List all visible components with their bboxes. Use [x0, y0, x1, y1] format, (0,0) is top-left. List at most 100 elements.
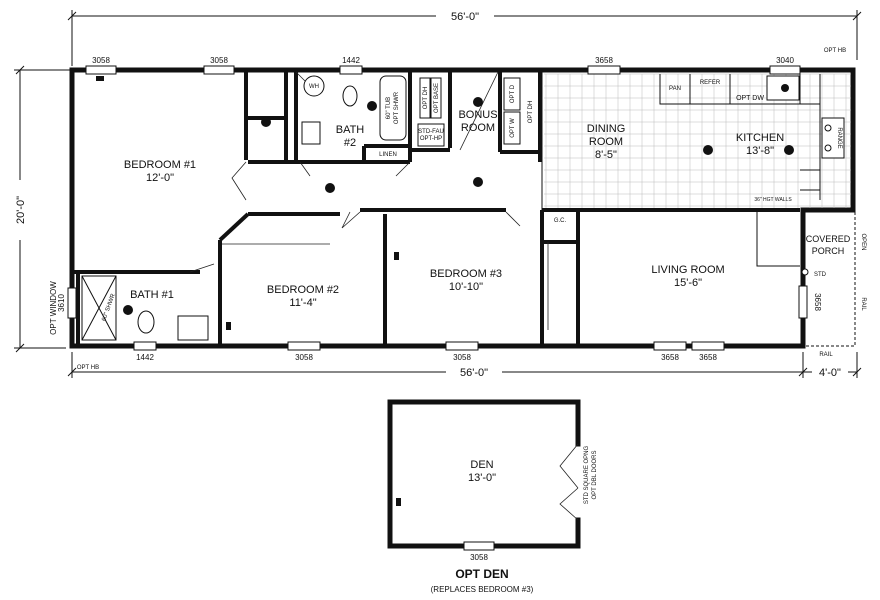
overall-height: 20'-0": [15, 196, 27, 224]
window-living-right: [691, 341, 725, 351]
label-den-doors-2: OPT DBL DOORS: [592, 450, 598, 499]
room-labels: BEDROOM #1 12'-0" BATH #2 BONUS ROOM DIN…: [124, 109, 851, 309]
room-living-name: LIVING ROOM: [651, 264, 724, 276]
label-pan: PAN: [669, 86, 681, 92]
label-std: STD: [814, 272, 827, 278]
window-living-side: [798, 285, 808, 319]
window-bath1: [133, 341, 157, 351]
opt-den-subtitle: (REPLACES BEDROOM #3): [431, 585, 534, 594]
label-den-doors-1: STD SQUARE OPNG: [584, 445, 590, 504]
opt-den-plan: DEN 13'-0" STD SQUARE OPNG OPT DBL DOORS…: [387, 399, 598, 594]
label-opt-w: OPT W: [510, 118, 516, 138]
label-window-den: 3058: [470, 553, 488, 562]
label-window-bath1: 1442: [136, 353, 154, 362]
kitchen-counters: [659, 74, 845, 200]
room-dining-line2: ROOM: [589, 136, 623, 148]
opt-dh-box: [419, 77, 431, 119]
window-labels: 3058 3058 1442 3658 3040 1442 3058 3058 …: [49, 56, 822, 362]
windows: [67, 65, 808, 351]
label-rail-side: RAIL: [860, 297, 866, 311]
label-opt-window: OPT WINDOW: [49, 281, 58, 335]
opt-base-box: [430, 77, 442, 119]
label-open: OPEN: [860, 233, 866, 250]
room-dining-name: DINING: [587, 123, 626, 135]
water-heater: [303, 75, 325, 97]
label-rail-bottom: RAIL: [819, 352, 833, 358]
label-window-kitchen: 3040: [776, 56, 794, 65]
vanity-bath1: [177, 315, 209, 341]
overall-width-top: 56'-0": [451, 11, 479, 23]
toilet-bath2: [342, 85, 358, 107]
label-opt-hb-bottom: OPT HB: [77, 365, 99, 371]
room-bedroom1-size: 12'-0": [146, 172, 174, 184]
room-bedroom1-name: BEDROOM #1: [124, 159, 196, 171]
door-swings: [189, 71, 549, 330]
label-opt-d: OPT D: [510, 84, 516, 103]
label-refer: REFER: [700, 80, 721, 86]
room-bath1-name: BATH #1: [130, 289, 174, 301]
window-bed1-left: [85, 65, 117, 75]
window-living-left: [653, 341, 687, 351]
furnace: [417, 123, 445, 147]
washer-space: [503, 111, 521, 145]
room-porch-name: COVERED: [806, 234, 851, 244]
label-opt-hp: OPT-HP: [420, 136, 442, 142]
window-den: [463, 541, 495, 551]
label-window-dining: 3658: [595, 56, 613, 65]
room-den-name: DEN: [470, 459, 493, 471]
kitchen-tile-floor: [544, 73, 851, 208]
room-bath2-name: BATH: [336, 124, 365, 136]
label-range: RANGE: [836, 127, 842, 148]
porch-depth: 4'-0": [819, 367, 841, 379]
window-bed2: [287, 341, 321, 351]
room-bedroom2-name: BEDROOM #2: [267, 284, 339, 296]
label-tub: 60" TUB: [386, 97, 392, 119]
label-hgt-walls: 36" HGT WALLS: [754, 197, 792, 203]
label-opt-dh: OPT DH: [423, 87, 429, 110]
label-window-bed2: 3058: [295, 353, 313, 362]
ceiling-lights: [96, 76, 794, 506]
label-opt-shwr: OPT SHWR: [394, 91, 400, 124]
label-std-fau: STD-FAU: [418, 129, 444, 135]
room-dining-size: 8'-5": [595, 149, 617, 161]
porch-rails: [756, 210, 856, 347]
label-gc: G.C.: [554, 218, 567, 224]
label-opt-dh2: OPT DH: [528, 101, 534, 124]
room-den-size: 13'-0": [468, 472, 496, 484]
label-linen: LINEN: [379, 152, 397, 158]
room-bedroom3-name: BEDROOM #3: [430, 268, 502, 280]
room-living-size: 15'-6": [674, 277, 702, 289]
label-wh: WH: [309, 84, 319, 90]
toilet-bath1: [137, 310, 155, 334]
overall-width-bottom: 56'-0": [460, 367, 488, 379]
label-window-living-left: 3658: [661, 353, 679, 362]
room-porch-line2: PORCH: [812, 246, 845, 256]
interior-walls: [72, 72, 800, 346]
label-opt-window-size: 3610: [57, 294, 66, 312]
room-bedroom3-size: 10'-10": [449, 281, 483, 293]
room-bedroom2-size: 11'-4": [289, 297, 316, 309]
room-kitchen-name: KITCHEN: [736, 132, 784, 144]
dryer-space: [503, 77, 521, 111]
room-bonus-name: BONUS: [458, 109, 497, 121]
room-bath2-size: #2: [344, 137, 356, 149]
vanity-bath2: [301, 121, 321, 145]
bathtub: [379, 75, 407, 141]
label-window-bed3: 3058: [453, 353, 471, 362]
range: [821, 117, 845, 159]
label-window-bed1-right: 3058: [210, 56, 228, 65]
window-dining: [587, 65, 621, 75]
label-opt-base: OPT BASE: [434, 83, 440, 113]
window-kitchen: [769, 65, 801, 75]
window-bed1-right: [203, 65, 235, 75]
label-opt-hb-top: OPT HB: [824, 48, 846, 54]
label-window-living-side: 3658: [813, 293, 822, 311]
fixtures: [81, 75, 521, 341]
label-window-living-right: 3658: [699, 353, 717, 362]
window-opt: [67, 287, 77, 319]
room-kitchen-size: 13'-8": [746, 145, 774, 157]
window-bed3: [445, 341, 479, 351]
label-window-bath2: 1442: [342, 56, 360, 65]
dimension-lines: 56'-0" 20'-0" 56'-0" 4'-0": [12, 9, 862, 379]
